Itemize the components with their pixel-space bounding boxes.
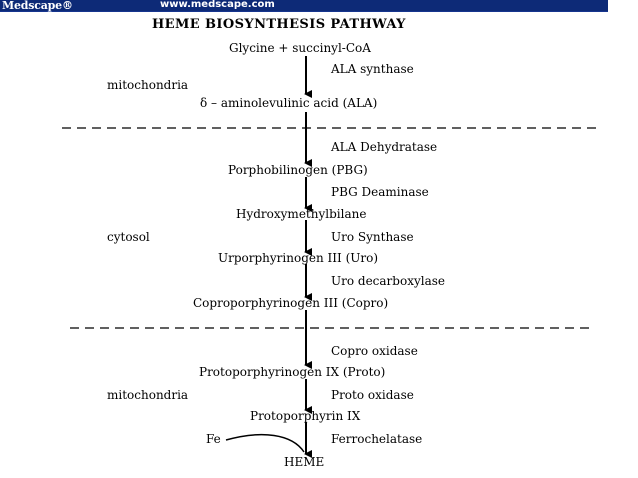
molecule-pbg: Porphobilinogen (PBG) <box>228 163 368 177</box>
enzyme-ala-dehydratase: ALA Dehydratase <box>331 140 438 154</box>
arrow-fe-incorporation <box>225 433 305 453</box>
molecule-heme: HEME <box>284 455 325 469</box>
pathway-title: HEME BIOSYNTHESIS PATHWAY <box>152 17 406 32</box>
medscape-url: www.medscape.com <box>160 0 275 10</box>
molecule-coproporphyrinogen: Coproporphyrinogen III (Copro) <box>193 296 389 310</box>
molecule-hydroxymethylbilane: Hydroxymethylbilane <box>236 207 367 221</box>
enzyme-ala-synthase: ALA synthase <box>331 62 414 76</box>
compartment-label-cytosol: cytosol <box>107 230 150 244</box>
enzyme-proto-oxidase: Proto oxidase <box>331 388 414 402</box>
compartment-label-mitochondria-top: mitochondria <box>107 78 189 92</box>
medscape-banner: Medscape® www.medscape.com <box>0 0 608 12</box>
medscape-logo: Medscape® <box>2 0 73 12</box>
enzyme-uro-decarboxylase: Uro decarboxylase <box>331 274 445 288</box>
enzyme-copro-oxidase: Copro oxidase <box>331 344 418 358</box>
molecule-uroporphyrinogen: Urporphyrinogen III (Uro) <box>218 251 379 265</box>
molecule-protoporphyrin: Protoporphyrin IX <box>250 409 361 423</box>
compartment-label-mitochondria-bottom: mitochondria <box>107 388 189 402</box>
molecule-ala: δ – aminolevulinic acid (ALA) <box>200 96 378 110</box>
molecule-glycine-succinyl-coa: Glycine + succinyl-CoA <box>229 41 371 55</box>
enzyme-pbg-deaminase: PBG Deaminase <box>331 185 429 199</box>
enzyme-uro-synthase: Uro Synthase <box>331 230 414 244</box>
molecule-fe: Fe <box>206 432 221 446</box>
molecule-protoporphyrinogen: Protoporphyrinogen IX (Proto) <box>199 365 386 379</box>
enzyme-ferrochelatase: Ferrochelatase <box>331 432 423 446</box>
